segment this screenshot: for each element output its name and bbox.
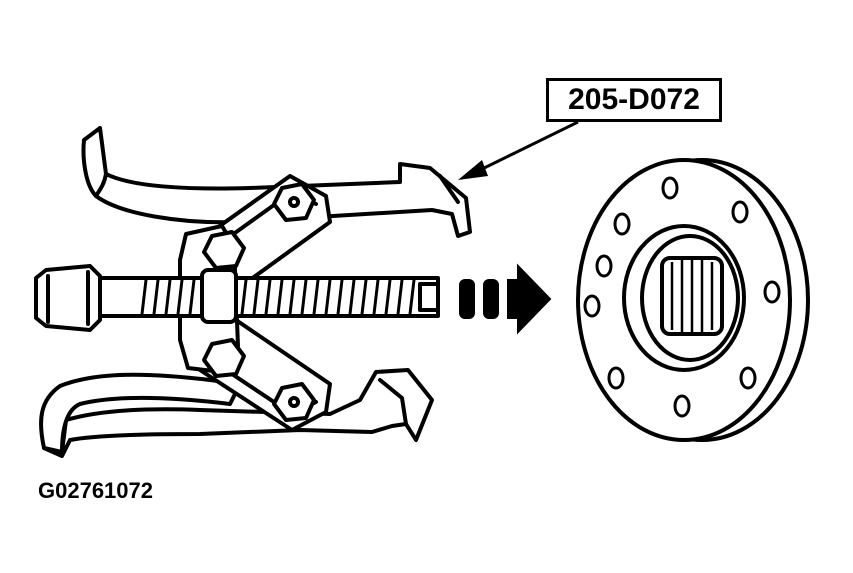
leader-arrowhead [458, 160, 488, 180]
puller-tool [34, 126, 472, 458]
bolt-hole [613, 212, 631, 236]
lower-yoke-bolt [202, 338, 246, 378]
arrow-dash-2 [483, 279, 499, 319]
flange-bolt-holes [583, 176, 781, 418]
bolt-hole [583, 294, 601, 318]
bolt-hole [731, 200, 749, 224]
upper-pivot-bolt [272, 182, 316, 222]
bolt-hole [661, 176, 679, 200]
lower-jaw-arm [42, 368, 434, 458]
bore-splines [670, 260, 714, 332]
bolt-hole [763, 280, 781, 304]
lower-pivot-bolt-center [288, 396, 300, 408]
bolt-hole [607, 366, 625, 390]
figure-id-label: G02761072 [38, 478, 153, 503]
callout-leader [458, 120, 579, 180]
bolt-hole [739, 366, 757, 390]
tool-number-label: 205-D072 [568, 83, 700, 116]
upper-yoke-bolt [202, 230, 246, 270]
arrow-dash-1 [459, 279, 475, 319]
tool-number-callout: 205-D072 [546, 78, 722, 122]
lower-jaw-hook-detail [378, 378, 408, 426]
flange [576, 158, 810, 442]
forcing-screw-tip [418, 282, 440, 312]
leader-line [475, 120, 579, 174]
triple-arrow-right-icon [459, 263, 552, 335]
upper-pivot-bolt-center [288, 196, 300, 208]
forcing-screw-hex-head [34, 264, 102, 332]
upper-jaw-hook-detail [94, 172, 460, 204]
bolt-hole [673, 394, 691, 418]
forcing-screw-threads [140, 278, 416, 316]
lower-pivot-bolt [272, 382, 316, 422]
yoke-center-nut [200, 268, 238, 324]
hex-head-facets [46, 270, 90, 326]
arrow-head [507, 263, 552, 335]
bolt-hole [595, 254, 613, 278]
